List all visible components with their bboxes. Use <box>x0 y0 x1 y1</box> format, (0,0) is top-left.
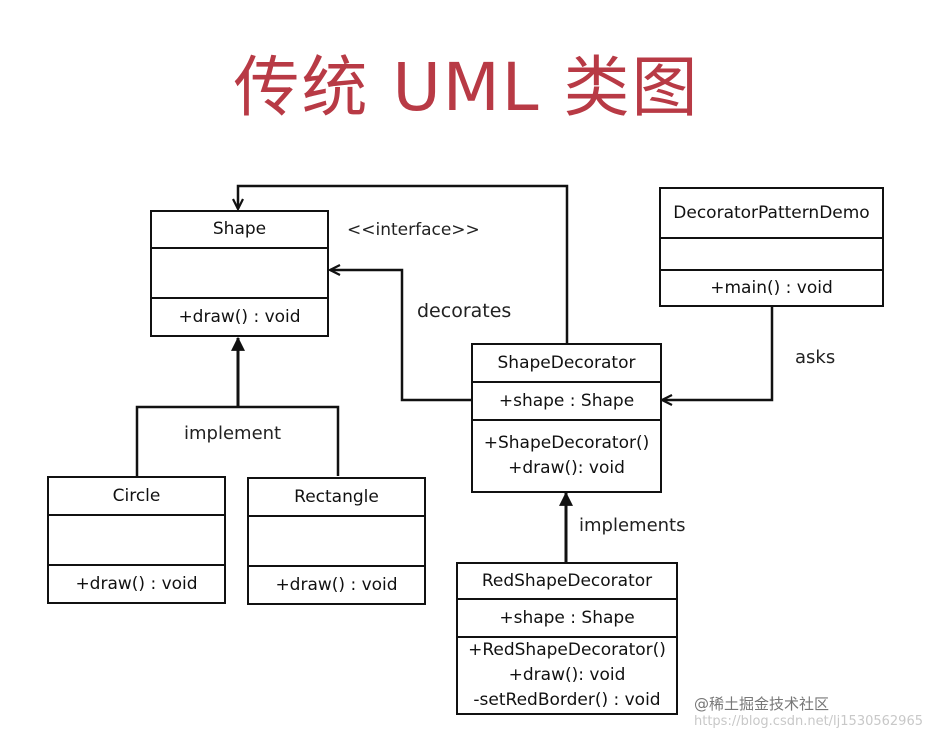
class-rectangle-attributes <box>249 517 424 567</box>
class-decorator-methods: +ShapeDecorator() +draw(): void <box>473 421 660 491</box>
class-circle-name: Circle <box>49 478 224 516</box>
class-shape-name: Shape <box>152 212 327 249</box>
label-decorates: decorates <box>417 300 512 322</box>
class-red-methods: +RedShapeDecorator() +draw(): void -setR… <box>458 638 676 713</box>
class-shape-decorator: ShapeDecorator +shape : Shape +ShapeDeco… <box>471 343 662 493</box>
class-decorator-name: ShapeDecorator <box>473 345 660 383</box>
class-rectangle-name: Rectangle <box>249 479 424 517</box>
class-decorator-method: +draw(): void <box>508 458 625 478</box>
label-asks: asks <box>795 347 836 368</box>
class-shape-method: +draw() : void <box>178 306 301 327</box>
class-red-attributes: +shape : Shape <box>458 600 676 638</box>
class-rectangle-methods: +draw() : void <box>249 567 424 603</box>
class-demo-method: +main() : void <box>710 277 833 298</box>
class-demo-attributes <box>661 239 882 271</box>
decorates-line <box>330 270 471 402</box>
class-shape: Shape +draw() : void <box>150 210 329 337</box>
class-red-shape-decorator: RedShapeDecorator +shape : Shape +RedSha… <box>456 562 678 715</box>
watermark: @稀土掘金技术社区 https://blog.csdn.net/lj153056… <box>694 693 923 729</box>
class-decorator-method: +ShapeDecorator() <box>483 433 650 453</box>
class-rectangle-method: +draw() : void <box>275 574 398 595</box>
asks-line <box>662 307 774 400</box>
class-circle: Circle +draw() : void <box>47 476 226 604</box>
class-circle-method: +draw() : void <box>75 573 198 594</box>
class-demo-name: DecoratorPatternDemo <box>661 189 882 239</box>
class-circle-attributes <box>49 516 224 566</box>
watermark-url: https://blog.csdn.net/lj1530562965 <box>694 714 923 729</box>
class-red-method: +draw(): void <box>508 665 626 685</box>
implement-line-circle <box>135 405 238 476</box>
label-interface: <<interface>> <box>347 220 480 240</box>
class-shape-methods: +draw() : void <box>152 299 327 335</box>
class-demo-methods: +main() : void <box>661 271 882 305</box>
class-decorator-pattern-demo: DecoratorPatternDemo +main() : void <box>659 187 884 307</box>
class-red-method: +RedShapeDecorator() <box>468 640 666 660</box>
aggregation-line <box>238 184 569 343</box>
class-shape-attributes <box>152 249 327 299</box>
page-title: 传统 UML 类图 <box>233 49 700 126</box>
class-red-method: -setRedBorder() : void <box>473 690 661 710</box>
class-rectangle: Rectangle +draw() : void <box>247 477 426 605</box>
watermark-brand: @稀土掘金技术社区 <box>694 695 830 713</box>
class-red-name: RedShapeDecorator <box>458 564 676 600</box>
implement-line-rectangle <box>238 405 340 476</box>
class-circle-methods: +draw() : void <box>49 566 224 602</box>
label-implement: implement <box>184 423 282 444</box>
class-decorator-attributes: +shape : Shape <box>473 383 660 421</box>
label-implements: implements <box>579 515 686 536</box>
